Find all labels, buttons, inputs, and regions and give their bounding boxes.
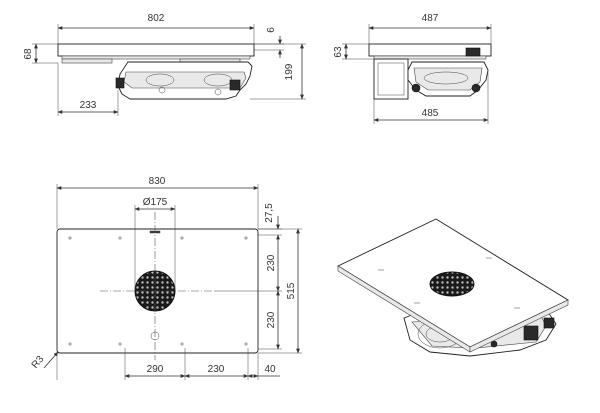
side-view: 802 68 6 199 233 [23, 13, 306, 116]
dim-bottom-mid: 230 [208, 364, 225, 375]
side-hob-plate [57, 43, 255, 57]
dim-top-width: 830 [149, 176, 166, 187]
dim-side-thickness: 6 [266, 27, 277, 33]
dim-cutout-diameter: Ø175 [143, 197, 168, 208]
dim-bottom-left: 290 [147, 364, 164, 375]
dim-top-margin: 27,5 [264, 203, 275, 223]
top-view: 830 Ø175 27,5 230 230 515 R3 [30, 176, 302, 380]
dim-corner-radius: R3 [30, 354, 47, 371]
dim-total-depth: 515 [286, 282, 297, 299]
dim-lower-spacing: 230 [266, 311, 277, 328]
dim-bottom-right: 40 [264, 364, 276, 375]
dim-side-total-height: 199 [284, 63, 295, 80]
dim-side-width: 802 [148, 13, 165, 24]
dim-side-left-height: 68 [23, 48, 34, 60]
side-blower-unit [115, 61, 253, 100]
iso-extraction-grid [429, 271, 475, 297]
dim-front-width-bottom: 485 [422, 108, 439, 119]
dim-upper-spacing: 230 [266, 254, 277, 271]
dim-side-offset: 233 [80, 100, 97, 111]
front-blower-unit [407, 47, 489, 97]
dim-front-height: 63 [333, 46, 344, 58]
dim-front-width-top: 487 [422, 13, 439, 24]
isometric-view [337, 218, 569, 357]
front-view: 487 63 485 [333, 13, 492, 124]
